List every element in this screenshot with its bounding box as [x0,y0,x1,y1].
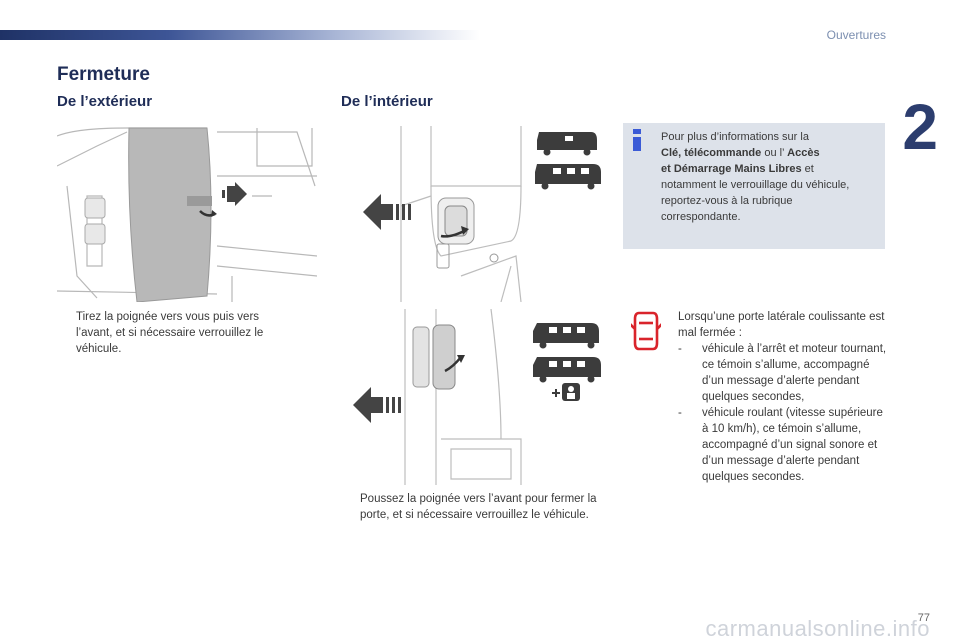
page-title: Fermeture [57,64,150,85]
info-line-end: et notamment le verrouillage du véhicule… [661,163,850,223]
watermark: carmanualsonline.info [705,616,930,641]
info-box: Pour plus d’informations sur la Clé, tél… [623,123,885,249]
interior-instruction: Poussez la poignée vers l’avant pour fer… [341,491,603,523]
exterior-heading: De l’extérieur [57,93,153,110]
info-icon [633,129,641,151]
page-number: 77 [917,612,930,624]
info-ref-key: Clé, télécommande [661,147,762,159]
warning-item-text: véhicule à l’arrêt et moteur tournant, c… [702,343,887,403]
exterior-instruction: Tirez la poignée vers vous puis vers l’a… [57,309,297,357]
interior-instruction-text: Poussez la poignée vers l’avant pour fer… [360,493,597,521]
info-text: Pour plus d’informations sur la Clé, tél… [661,129,871,225]
interior-door-illustration-bottom [341,309,603,485]
header-gradient-bar [0,30,480,40]
warning-dash: - [678,407,682,419]
info-line: Pour plus d’informations sur la [661,131,809,143]
warning-intro: Lorsqu’une porte latérale coulissante es… [678,311,885,339]
warning-item: - véhicule roulant (vitesse supérieure à… [678,405,888,485]
info-ref-access-cont: et Démarrage Mains Libres [661,163,802,175]
section-title: Ouvertures [826,28,886,42]
door-open-warning-icon [631,311,661,351]
exterior-door-illustration [57,126,317,302]
warning-item: - véhicule à l’arrêt et moteur tournant,… [678,341,888,405]
warning-item-text: véhicule roulant (vitesse supérieure à 1… [702,407,883,483]
warning-dash: - [678,343,682,355]
interior-door-illustration-top [341,126,603,302]
info-ref-access: Accès [787,147,820,159]
chapter-number: 2 [902,91,938,163]
exterior-instruction-text: Tirez la poignée vers vous puis vers l’a… [76,311,264,355]
interior-heading: De l’intérieur [341,93,433,110]
warning-text: Lorsqu’une porte latérale coulissante es… [678,309,888,485]
info-connector: ou l’ [761,147,788,159]
